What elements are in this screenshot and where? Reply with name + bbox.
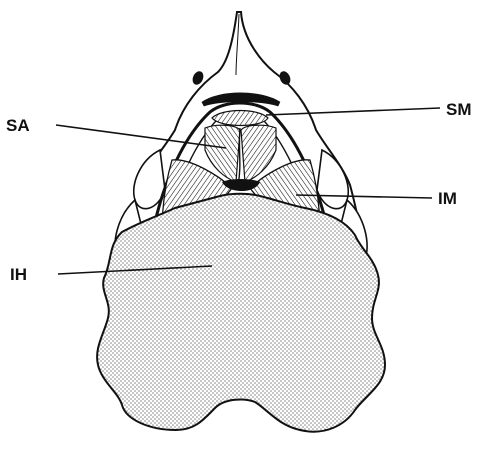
ih-region (97, 194, 385, 432)
sm-muscle (212, 111, 268, 126)
label-sm: SM (446, 100, 472, 119)
label-ih: IH (10, 265, 27, 284)
right-lateral-lobe-upper (317, 150, 348, 209)
label-sa: SA (6, 116, 30, 135)
label-im: IM (438, 189, 457, 208)
